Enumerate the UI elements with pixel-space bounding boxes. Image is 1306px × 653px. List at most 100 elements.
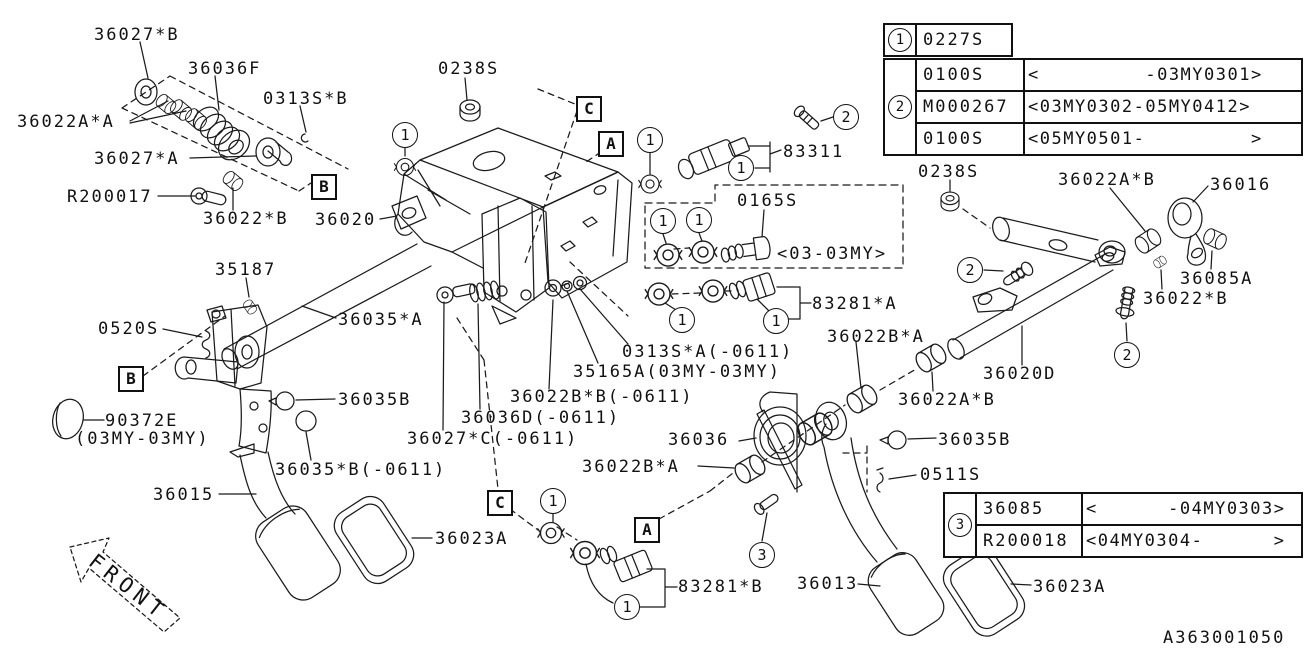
callout-circle: 1 [540,488,566,514]
bolt-3-center [753,493,779,515]
detail-0165s-parts [653,235,771,267]
diagram-id: A363001050 [1163,628,1286,648]
callout-circle: 1 [614,594,640,620]
pushrod [756,409,803,490]
pedal-bracket-36020 [391,99,633,325]
part-label: 36022A*B [898,390,996,410]
ref-table-badge-cell: 2 [885,60,917,154]
leader-lines [83,41,1213,608]
right-assembly [843,191,1230,417]
ref-table-rows: 0227S [917,25,1011,55]
spring-36036f [192,106,251,161]
ref-table-range: < -04MY0303> [1081,494,1301,524]
part-label: 36035B [938,430,1012,450]
pedal-shaft-and-left-hanger [174,243,432,458]
center-hardware [436,275,588,304]
brake-pedal-36013 [731,391,945,636]
part-label: 36016 [1210,175,1272,195]
part-label: 36036 [668,430,730,450]
part-label: 36023A [1033,577,1107,597]
ref-table-row: M000267 <03MY0302-05MY0412> [917,90,1301,122]
ring-0313s-a [561,280,573,292]
part-label: 0313S*B [263,89,349,109]
ref-table-range: <04MY0304- > [1081,526,1301,556]
part-label: <03-03MY> [777,244,888,264]
part-label: 36036F [188,59,262,79]
clutch-pedal-36015 [239,451,341,601]
coil-36036d [469,280,500,303]
part-label: 36015 [153,485,215,505]
part-label: 0520S [98,319,160,339]
pin-35187 [241,298,259,316]
ref-table-badge: 3 [948,513,972,537]
detail-box-0165s [644,184,904,269]
ref-table-row: 0100S < -03MY0301> [917,60,1301,90]
stopper-36035-b [295,410,317,432]
ref-table-range: <05MY0501- > [1023,124,1301,154]
pin-36085a [1200,226,1230,252]
part-label: 36027*C(-0611) [407,429,579,449]
ref-table-code: 0100S [923,129,985,149]
callout-circle: 3 [749,542,775,568]
ref-table-code: 0100S [923,65,985,85]
ref-table-code: R200018 [983,531,1069,551]
part-label: 36020D [983,364,1057,384]
stopper-36035b-right [887,430,907,450]
ref-table-code: 0227S [923,30,985,50]
part-label: 90372E [105,411,179,431]
ref-table-badge-cell: 1 [885,25,917,55]
bolt-36027c [436,286,454,304]
part-label: 83311 [783,142,845,162]
fork-36027a [255,137,293,167]
part-label: 35187 [215,260,277,280]
part-label: 36022*B [203,209,289,229]
screw-2-upper [1003,261,1034,286]
part-label: 36013 [797,574,859,594]
stopper-36035b-left [275,391,295,411]
part-label: 36035B [338,390,412,410]
ref-table-range: <03MY0302-05MY0412> [1023,92,1301,122]
ref-table: 2 0100S < -03MY0301> M000267 <03MY0302-05MY0… [883,58,1303,156]
lever-36016 [1167,197,1207,266]
arm-upper [992,216,1099,263]
part-label: 0313S*A(-0611) [622,342,794,362]
callout-circle: 1 [728,155,754,181]
clip-0511s [876,467,884,493]
part-label: 83281*B [678,577,764,597]
spring-36036 [753,391,807,493]
switch-83311 [638,137,750,194]
callout-circle: 1 [392,122,418,148]
ref-table-range: < -03MY0301> [1023,60,1301,90]
callout-box: A [634,517,660,543]
switch-83281a [644,272,776,306]
ref-table-code: 36085 [983,499,1045,519]
bushing-36022b-a-right [843,381,881,417]
clip-0520s [201,330,211,359]
switch-83281b [537,521,653,583]
part-label: 0165S [737,191,799,211]
part-label: 0238S [918,162,980,182]
ref-table-code: M000267 [923,97,1009,117]
bushing-36022a-b-top [1131,226,1165,256]
ref-table-rows: 0100S < -03MY0301> M000267 <03MY0302-05MY04… [917,60,1301,154]
ring-35165a [572,275,588,291]
part-label: 36027*A [94,149,180,169]
part-label: 36022B*B(-0611) [510,387,694,407]
bolt-36022b-small [1151,254,1169,270]
front-arrow [69,537,181,633]
screw-2-lower [1115,286,1136,320]
callout-circle: 1 [686,207,712,233]
nut-0238s-left [459,99,481,122]
part-label: 36022A*A [17,112,115,132]
ref-table-row: 0227S [917,25,1011,55]
part-label: 36020 [315,210,377,230]
part-label: 36022A*B [1058,170,1156,190]
callout-circle: 1 [669,307,695,333]
callout-box: B [311,174,337,200]
ref-table-row: R200018 <04MY0304- > [977,524,1301,556]
part-label: 36022B*A [582,457,680,477]
part-label: 0238S [438,59,500,79]
callout-box: C [487,490,513,516]
screw-top-2 [793,105,820,130]
